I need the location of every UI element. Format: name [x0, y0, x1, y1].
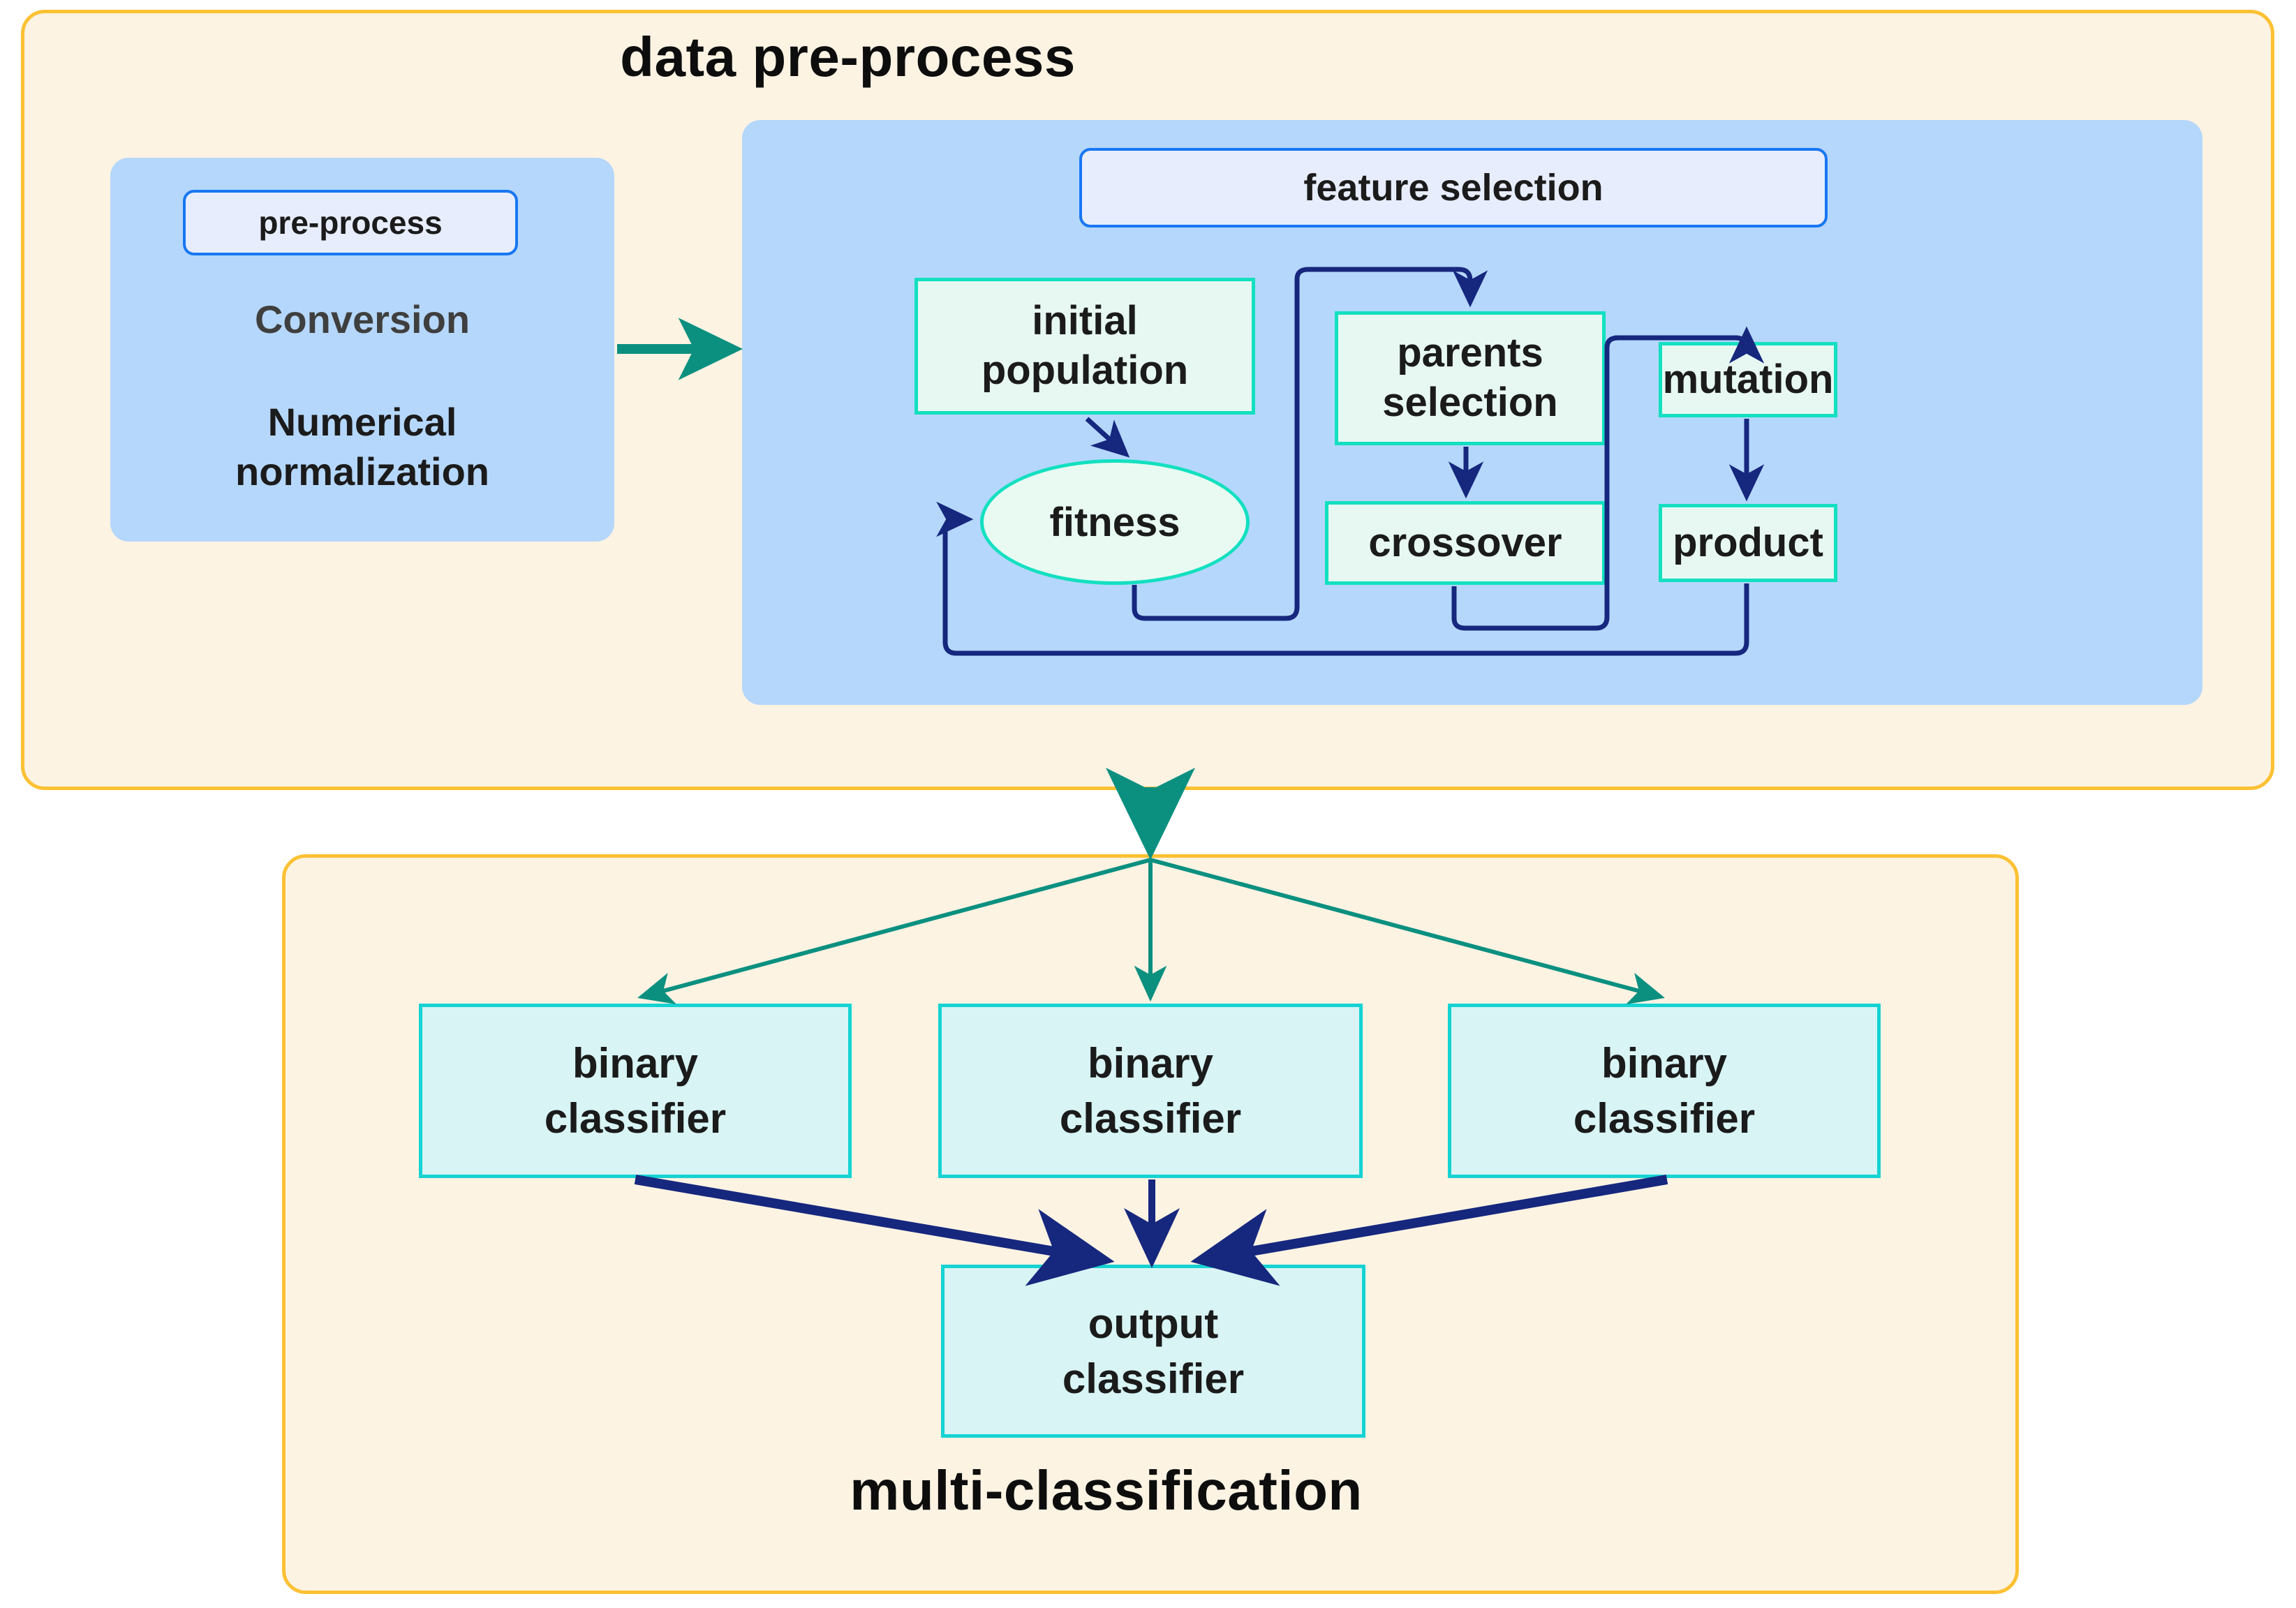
binary-classifier-1-line2: classifier [544, 1095, 727, 1142]
binary-classifier-3: binary classifier [1448, 1004, 1881, 1178]
binary-classifier-3-line1: binary [1601, 1039, 1728, 1087]
binary-classifier-1-line1: binary [572, 1039, 699, 1087]
binary-classifier-2-line1: binary [1087, 1039, 1214, 1087]
preprocess-pill-label: pre-process [183, 190, 518, 255]
binary-classifier-2-line2: classifier [1059, 1095, 1242, 1142]
conversion-label: Conversion [254, 297, 471, 341]
output-classifier-line1: output [1088, 1300, 1219, 1347]
initial-population-line2: population [981, 348, 1189, 393]
numerical-normalization-line1: Numerical [267, 400, 457, 444]
parents-selection-line2: selection [1382, 380, 1558, 425]
data-preprocess-title: data pre-process [0, 25, 2296, 89]
parents-selection-node: parents selection [1335, 311, 1606, 445]
parents-selection-line1: parents [1397, 330, 1543, 376]
binary-classifier-2: binary classifier [938, 1004, 1363, 1178]
initial-population-line1: initial [1032, 298, 1138, 344]
output-classifier: output classifier [941, 1265, 1365, 1438]
data-preprocess-title-text: data pre-process [620, 26, 1076, 88]
multi-classification-title-text: multi-classification [850, 1459, 1363, 1521]
product-node: product [1659, 504, 1837, 582]
feature-selection-pill-label: feature selection [1079, 148, 1828, 228]
mutation-node: mutation [1659, 342, 1837, 417]
numerical-normalization-label: Numerical normalization [110, 398, 614, 496]
initial-population-node: initial population [914, 278, 1255, 415]
crossover-node: crossover [1325, 501, 1606, 585]
multi-classification-title: multi-classification [0, 1459, 2296, 1523]
binary-classifier-3-line2: classifier [1573, 1095, 1756, 1142]
numerical-normalization-line2: normalization [235, 449, 490, 493]
output-classifier-line2: classifier [1062, 1355, 1245, 1402]
fitness-node: fitness [980, 459, 1250, 585]
binary-classifier-1: binary classifier [419, 1004, 852, 1178]
